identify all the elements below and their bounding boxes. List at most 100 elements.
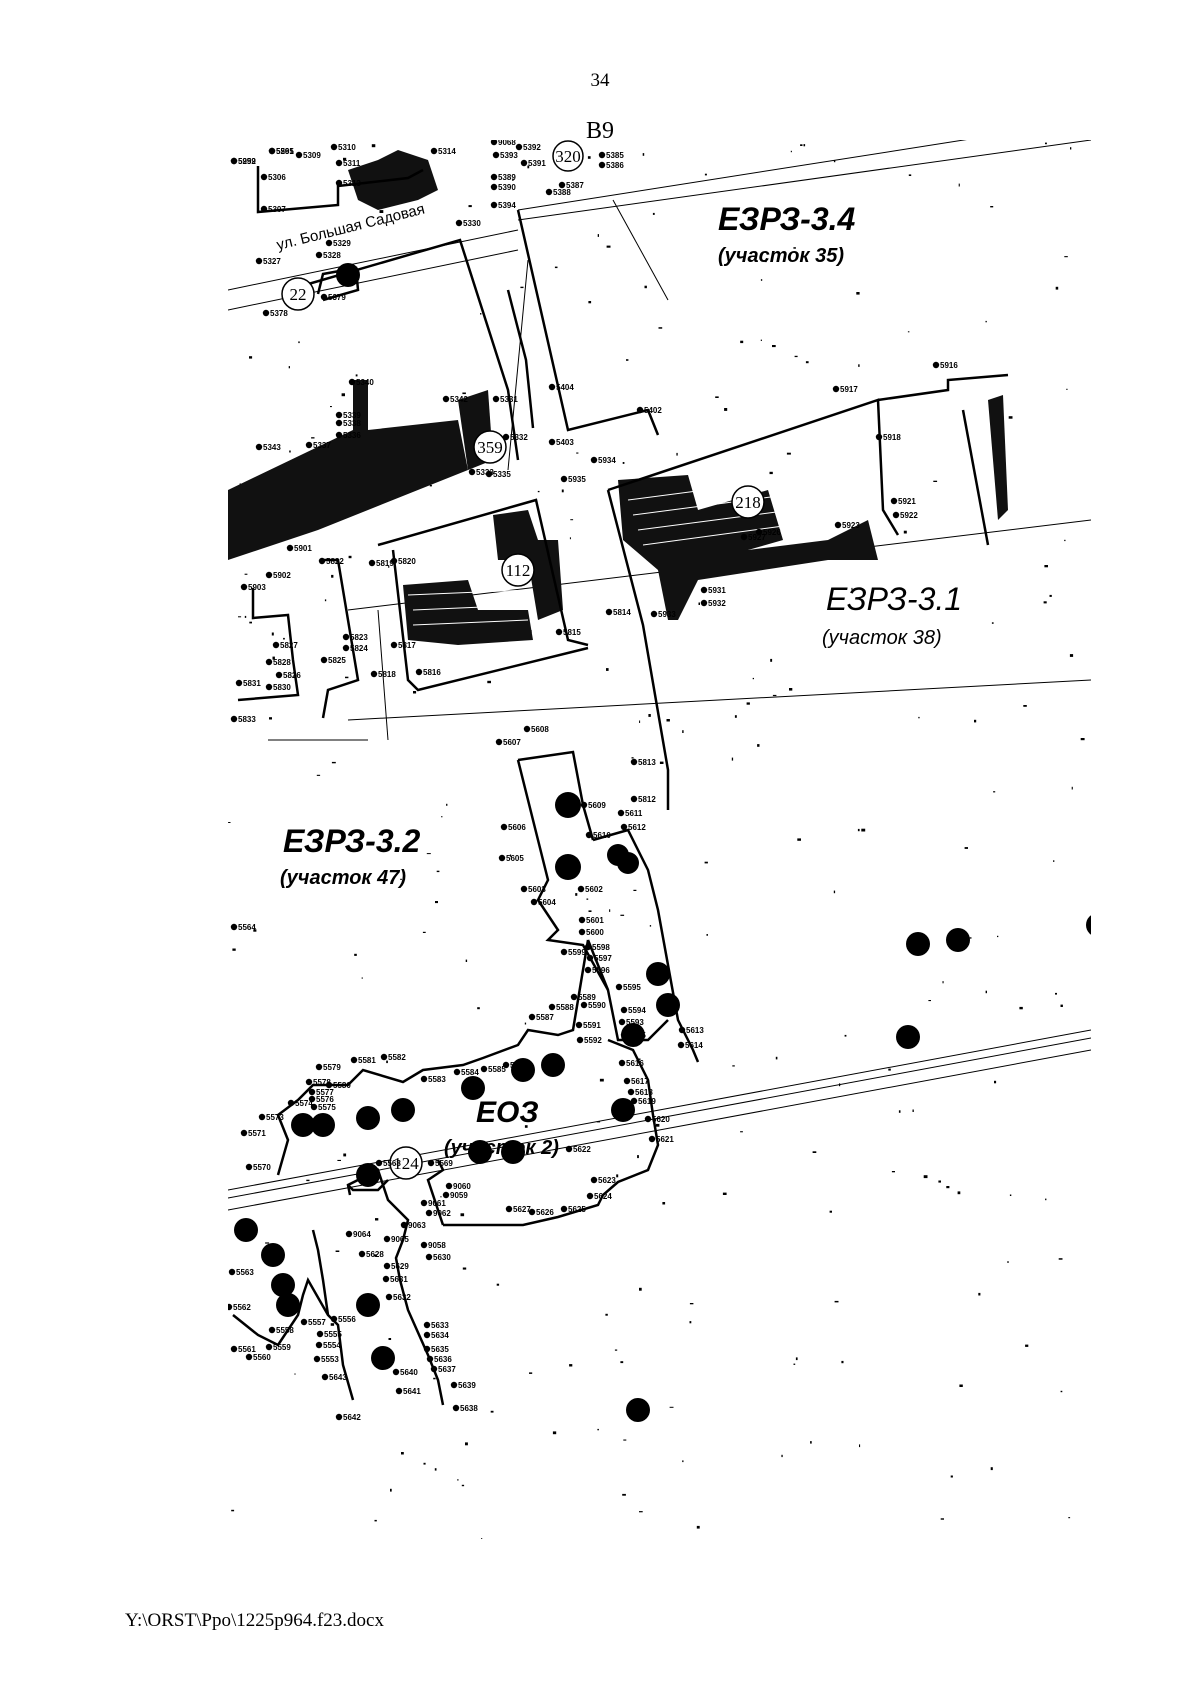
point-label: 5309 <box>303 151 321 160</box>
point-label: 5561 <box>238 1345 256 1354</box>
point-label: 5335 <box>493 470 511 479</box>
scan-speck <box>633 889 637 891</box>
point-label: 5565 <box>276 147 294 156</box>
point-label: 5830 <box>273 683 291 692</box>
point-label: 5554 <box>323 1341 341 1350</box>
point-label: 5935 <box>568 475 586 484</box>
point-label: 5933 <box>658 610 676 619</box>
scan-speck <box>1060 1390 1063 1393</box>
scan-speck <box>623 1439 627 1441</box>
scan-speck <box>704 861 708 864</box>
scan-speck <box>795 1357 798 1361</box>
boundary-node <box>315 251 323 259</box>
boundary-node <box>305 441 313 449</box>
boundary-node <box>348 378 356 386</box>
boundary-node <box>623 1077 631 1085</box>
boundary-node <box>345 1230 353 1238</box>
scan-speck <box>793 247 796 249</box>
point-label: 5403 <box>556 438 574 447</box>
boundary-node <box>275 671 283 679</box>
boundary-node <box>272 641 280 649</box>
scan-speck <box>639 1511 643 1513</box>
boundary-node <box>395 1387 403 1395</box>
scan-speck <box>330 406 332 408</box>
scan-speck <box>390 1488 392 1492</box>
point-label: 5314 <box>438 147 456 156</box>
point-label: 5623 <box>598 1176 616 1185</box>
point-label: 5559 <box>273 1343 291 1352</box>
point-label: 5558 <box>276 1326 294 1335</box>
scan-speck <box>561 489 564 493</box>
boundary-node <box>490 140 498 146</box>
point-label: 5632 <box>393 1293 411 1302</box>
scan-speck <box>269 717 272 720</box>
page-number: 34 <box>590 70 610 91</box>
boundary-node <box>500 823 508 831</box>
boundary-node <box>260 173 268 181</box>
boundary-node <box>502 1061 510 1069</box>
boundary-node <box>287 1099 295 1107</box>
scan-speck <box>722 1192 727 1195</box>
point-label: 5576 <box>316 1095 334 1104</box>
point-label: 5336 <box>343 431 361 440</box>
boundary-node <box>590 1176 598 1184</box>
point-label: 5902 <box>273 571 291 580</box>
boundary-node <box>468 468 476 476</box>
boundary-node <box>555 628 563 636</box>
scan-speck <box>379 210 384 213</box>
boundary-node <box>335 419 343 427</box>
boundary-node <box>618 1018 626 1026</box>
scan-speck <box>1071 786 1073 790</box>
scan-speck <box>288 366 290 369</box>
point-label: 5635 <box>431 1345 449 1354</box>
point-label: 5815 <box>563 628 581 637</box>
scan-speck <box>800 144 803 146</box>
boundary-node <box>245 1353 253 1361</box>
boundary-node <box>630 758 638 766</box>
boundary-node <box>442 395 450 403</box>
scan-speck <box>1025 1344 1029 1347</box>
scan-speck <box>912 1109 914 1112</box>
scan-speck <box>1080 738 1085 741</box>
scan-speck <box>689 1321 692 1324</box>
svg-text:ЕЗРЗ-3.4: ЕЗРЗ-3.4 <box>718 201 856 237</box>
scan-speck <box>374 1254 377 1257</box>
svg-text:ЕОЗ: ЕОЗ <box>476 1096 539 1129</box>
point-label: 5557 <box>308 1318 326 1327</box>
scan-speck <box>337 1159 341 1161</box>
boundary-node <box>586 954 594 962</box>
scan-speck <box>740 1131 743 1133</box>
boundary-node <box>425 1209 433 1217</box>
svg-text:(участок 2): (участок 2) <box>444 1137 559 1159</box>
point-label: 5577 <box>316 1088 334 1097</box>
point-label: 5570 <box>253 1163 271 1172</box>
point-label: 9065 <box>391 1235 409 1244</box>
point-label: 5593 <box>626 1018 644 1027</box>
point-label: 5620 <box>652 1115 670 1124</box>
scan-speck <box>682 1460 684 1463</box>
scan-speck <box>586 898 589 900</box>
point-label: 5342 <box>450 395 468 404</box>
point-label: 5615 <box>628 1031 646 1040</box>
point-label: 5596 <box>592 966 610 975</box>
point-label: 5921 <box>898 497 916 506</box>
scan-speck <box>537 490 540 493</box>
cadastral-map: 320 22 359 112 218 124 ул. Большая Садов… <box>228 140 1091 1539</box>
scan-speck <box>658 327 663 329</box>
scan-speck <box>306 1179 310 1182</box>
scan-speck <box>991 622 994 624</box>
point-label: 5616 <box>626 1059 644 1068</box>
scan-speck <box>554 266 558 269</box>
boundary-node <box>644 1115 652 1123</box>
svg-text:320: 320 <box>555 147 581 166</box>
boundary-node <box>565 1145 573 1153</box>
point-label: 5627 <box>513 1205 531 1214</box>
boundary-node <box>318 557 326 565</box>
scan-speck <box>401 1452 404 1455</box>
scan-speck <box>622 462 625 464</box>
scan-speck <box>1058 1258 1063 1260</box>
boundary-node <box>442 1191 450 1199</box>
svg-text:124: 124 <box>393 1154 419 1173</box>
scan-speck <box>481 1538 483 1539</box>
point-labels: 5291529253065309531053115313531453079068… <box>233 140 958 1422</box>
